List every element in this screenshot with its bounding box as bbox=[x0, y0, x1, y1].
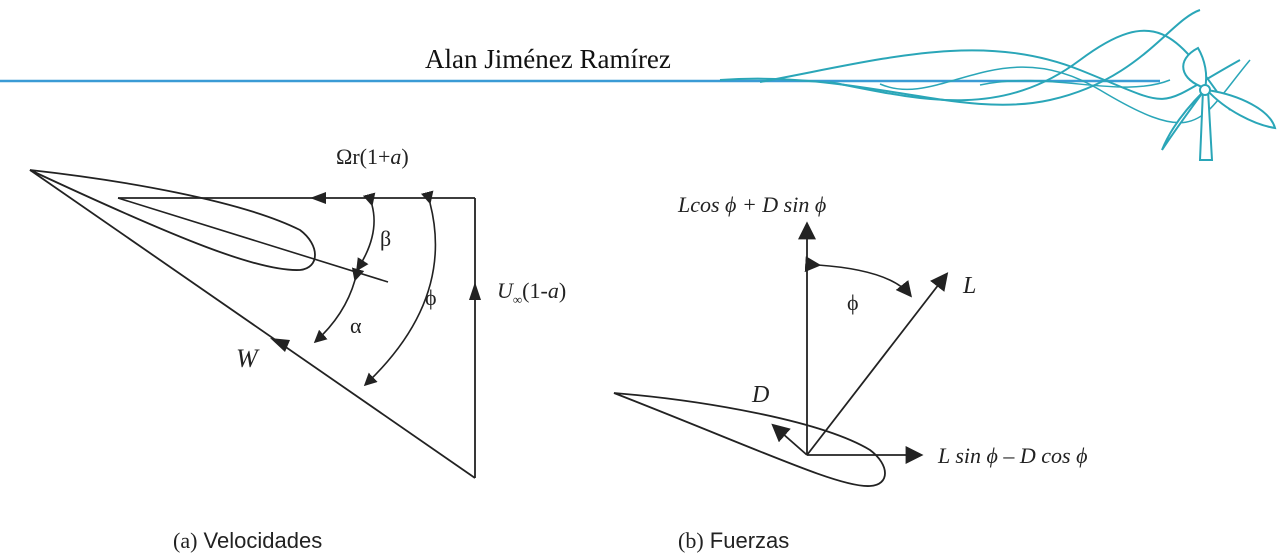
header-wave bbox=[979, 79, 1171, 88]
caption-tag-b: (b) bbox=[678, 528, 704, 553]
relative-velocity-label: W bbox=[236, 344, 260, 373]
drag-arrow bbox=[771, 423, 808, 456]
drag-label: D bbox=[751, 382, 769, 408]
phi-angle-arc-b bbox=[804, 256, 913, 298]
caption-text-b: Fuerzas bbox=[709, 528, 790, 553]
airfoil-b bbox=[613, 392, 886, 487]
figure-velocity-diagram: Ωr(1+a) U∞(1-a) W β α ϕ bbox=[29, 144, 566, 479]
airfoil-a bbox=[29, 169, 316, 271]
chord-line bbox=[117, 197, 389, 283]
relative-velocity-arrowhead bbox=[270, 338, 290, 352]
caption-forces: (b) Fuerzas bbox=[678, 528, 789, 554]
alpha-label: α bbox=[350, 313, 362, 338]
phi-label-a: ϕ bbox=[425, 285, 437, 310]
rotational-velocity-arrowhead bbox=[310, 192, 326, 204]
axial-velocity-label: U∞(1-a) bbox=[497, 278, 566, 307]
alpha-angle-arc bbox=[313, 267, 365, 344]
wind-turbine-icon bbox=[1161, 46, 1277, 161]
header-author: Alan Jiménez Ramírez bbox=[425, 44, 671, 74]
beta-label: β bbox=[380, 226, 391, 251]
normal-force-label: Lcos ϕ + D sin ϕ bbox=[677, 192, 826, 217]
rotational-velocity-label: Ωr(1+a) bbox=[336, 144, 409, 169]
header-wave bbox=[759, 49, 1241, 100]
axial-velocity-arrowhead bbox=[469, 282, 481, 300]
tangential-force-label: L sin ϕ – D cos ϕ bbox=[937, 443, 1088, 468]
caption-velocities: (a) Velocidades bbox=[173, 528, 322, 554]
header-wave bbox=[879, 59, 1251, 124]
relative-velocity-line bbox=[29, 169, 476, 479]
header-wave bbox=[719, 9, 1201, 106]
lift-label: L bbox=[962, 273, 976, 299]
lift-arrow bbox=[806, 272, 949, 456]
figure-forces-diagram: Lcos ϕ + D sin ϕ L sin ϕ – D cos ϕ L D ϕ bbox=[613, 192, 1088, 487]
beta-angle-arc bbox=[356, 192, 376, 272]
caption-text-a: Velocidades bbox=[203, 528, 323, 553]
caption-tag-a: (a) bbox=[173, 528, 198, 553]
phi-angle-arc bbox=[363, 190, 437, 387]
header-decoration bbox=[0, 9, 1277, 161]
phi-label-b: ϕ bbox=[847, 290, 859, 315]
